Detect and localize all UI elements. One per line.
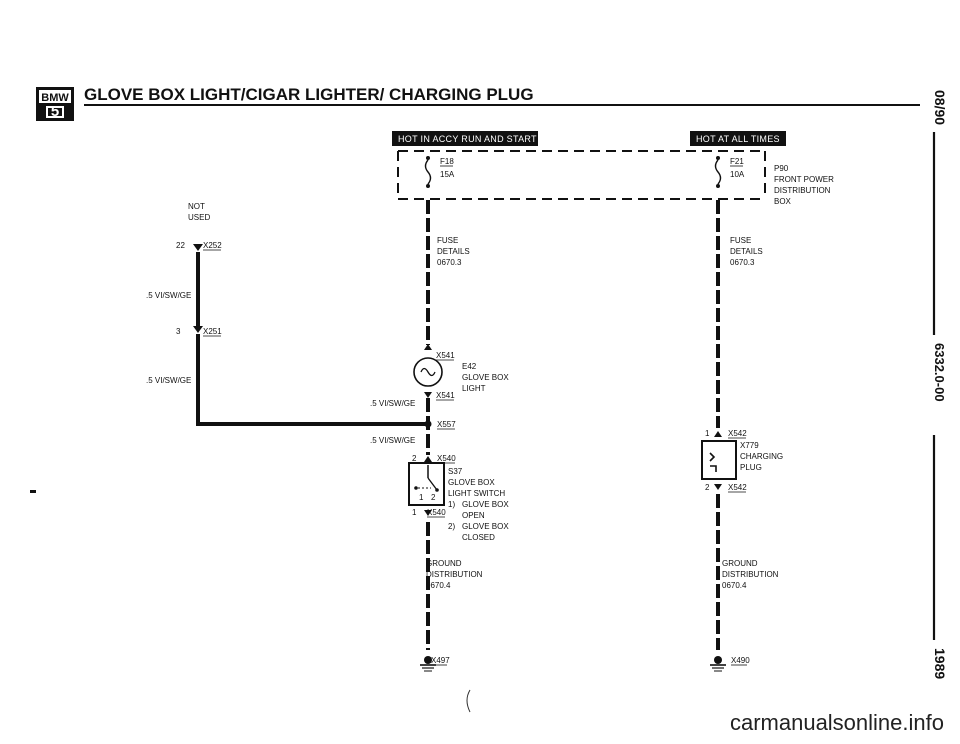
- ground-right-3: 0670.4: [722, 581, 747, 590]
- s37-note1-sub: OPEN: [462, 511, 485, 520]
- x542-top-terminal: [714, 431, 722, 437]
- p90-line2: DISTRIBUTION: [774, 186, 831, 195]
- s37-note2-sub: CLOSED: [462, 533, 495, 542]
- x251-terminal: [193, 326, 203, 333]
- e42-line1: GLOVE BOX: [462, 373, 509, 382]
- banner-right-text: HOT AT ALL TIMES: [696, 134, 780, 144]
- x540-top-terminal: [424, 456, 432, 462]
- x251-id: X251: [203, 327, 222, 336]
- ground-x490-symbol: [710, 656, 726, 672]
- sidebar-date: 08/90: [932, 90, 948, 125]
- fuse-details-right-1: FUSE: [730, 236, 751, 245]
- sidebar-year: 1989: [932, 648, 948, 679]
- x779-line1: CHARGING: [740, 452, 783, 461]
- s37-line2: LIGHT SWITCH: [448, 489, 505, 498]
- x540-top-pin: 2: [412, 454, 417, 463]
- power-distribution-box: [397, 150, 766, 200]
- page-sidebar: 08/90 6332.0-00 1989: [932, 90, 948, 679]
- x251-pin: 3: [176, 327, 181, 336]
- ground-left-1: GROUND: [426, 559, 462, 568]
- fuse-details-left-1: FUSE: [437, 236, 458, 245]
- s37-note2-text: GLOVE BOX: [462, 522, 509, 531]
- fuse-f21-symbol: [714, 156, 722, 188]
- not-used-line2: USED: [188, 213, 210, 222]
- e42-lamp-symbol: [413, 344, 443, 398]
- fuse-f18-id: F18: [440, 157, 454, 166]
- p90-code: P90: [774, 164, 789, 173]
- page-title: GLOVE BOX LIGHT/CIGAR LIGHTER/ CHARGING …: [84, 85, 534, 104]
- banner-left-text: HOT IN ACCY RUN AND START: [398, 134, 537, 144]
- s37-code: S37: [448, 467, 463, 476]
- fuse-f18-rating: 15A: [440, 170, 455, 179]
- ground-x497-label: X497: [431, 656, 450, 665]
- p90-line3: BOX: [774, 197, 792, 206]
- fuse-f18-symbol: [424, 156, 432, 188]
- x540-bottom-id: X540: [427, 508, 446, 517]
- banner-left: [392, 131, 538, 146]
- e42-line2: LIGHT: [462, 384, 486, 393]
- p90-line1: FRONT POWER: [774, 175, 834, 184]
- x540-top-id: X540: [437, 454, 456, 463]
- banner-right: [690, 131, 786, 146]
- bmw-logo: BMW 5: [36, 87, 74, 121]
- s37-line1: GLOVE BOX: [448, 478, 495, 487]
- bmw-logo-text: BMW: [41, 92, 69, 104]
- e42-code: E42: [462, 362, 477, 371]
- ground-right-2: DISTRIBUTION: [722, 570, 779, 579]
- x542-bottom-terminal: [714, 484, 722, 490]
- sidebar-code: 6332.0-00: [932, 343, 947, 402]
- splice-x557-dot: [424, 420, 432, 428]
- wire-label-1: .5 VI/SW/GE: [146, 291, 191, 300]
- s37-note1-num: 1): [448, 500, 455, 509]
- x557-label: X557: [437, 420, 456, 429]
- wire-label-3: .5 VI/SW/GE: [370, 399, 415, 408]
- x779-line2: PLUG: [740, 463, 762, 472]
- ground-x490-label: X490: [731, 656, 750, 665]
- s37-switch-symbol: [408, 462, 445, 506]
- stray-mark: [30, 490, 36, 493]
- x542-bottom-pin: 2: [705, 483, 710, 492]
- wire-label-4: .5 VI/SW/GE: [370, 436, 415, 445]
- fuse-f21-rating: 10A: [730, 170, 745, 179]
- fuse-details-right-2: DETAILS: [730, 247, 763, 256]
- ground-right-1: GROUND: [722, 559, 758, 568]
- x542-top-id: X542: [728, 429, 747, 438]
- fuse-details-left-2: DETAILS: [437, 247, 470, 256]
- x540-bottom-pin: 1: [412, 508, 417, 517]
- wire-label-2: .5 VI/SW/GE: [146, 376, 191, 385]
- x779-code: X779: [740, 441, 759, 450]
- watermark-text: carmanualsonline.info: [730, 710, 944, 735]
- x252-terminal: [193, 244, 203, 251]
- x542-top-pin: 1: [705, 429, 710, 438]
- fuse-details-right-3: 0670.3: [730, 258, 755, 267]
- fuse-f21-id: F21: [730, 157, 744, 166]
- s37-note1-text: GLOVE BOX: [462, 500, 509, 509]
- x252-pin: 22: [176, 241, 185, 250]
- s37-pos1: 1: [419, 493, 424, 502]
- s37-note2-num: 2): [448, 522, 455, 531]
- not-used-line1: NOT: [188, 202, 205, 211]
- x540-bottom-terminal: [424, 510, 432, 516]
- x542-bottom-id: X542: [728, 483, 747, 492]
- stray-curve: [466, 689, 471, 713]
- s37-pos2: 2: [431, 493, 436, 502]
- ground-left-3: 0670.4: [426, 581, 451, 590]
- x779-charging-plug-symbol: [701, 440, 737, 480]
- fuse-details-left-3: 0670.3: [437, 258, 462, 267]
- x252-id: X252: [203, 241, 222, 250]
- x541-bottom-label: X541: [436, 391, 455, 400]
- series-number: 5: [51, 103, 59, 120]
- x541-top-label: X541: [436, 351, 455, 360]
- ground-left-2: DISTRIBUTION: [426, 570, 483, 579]
